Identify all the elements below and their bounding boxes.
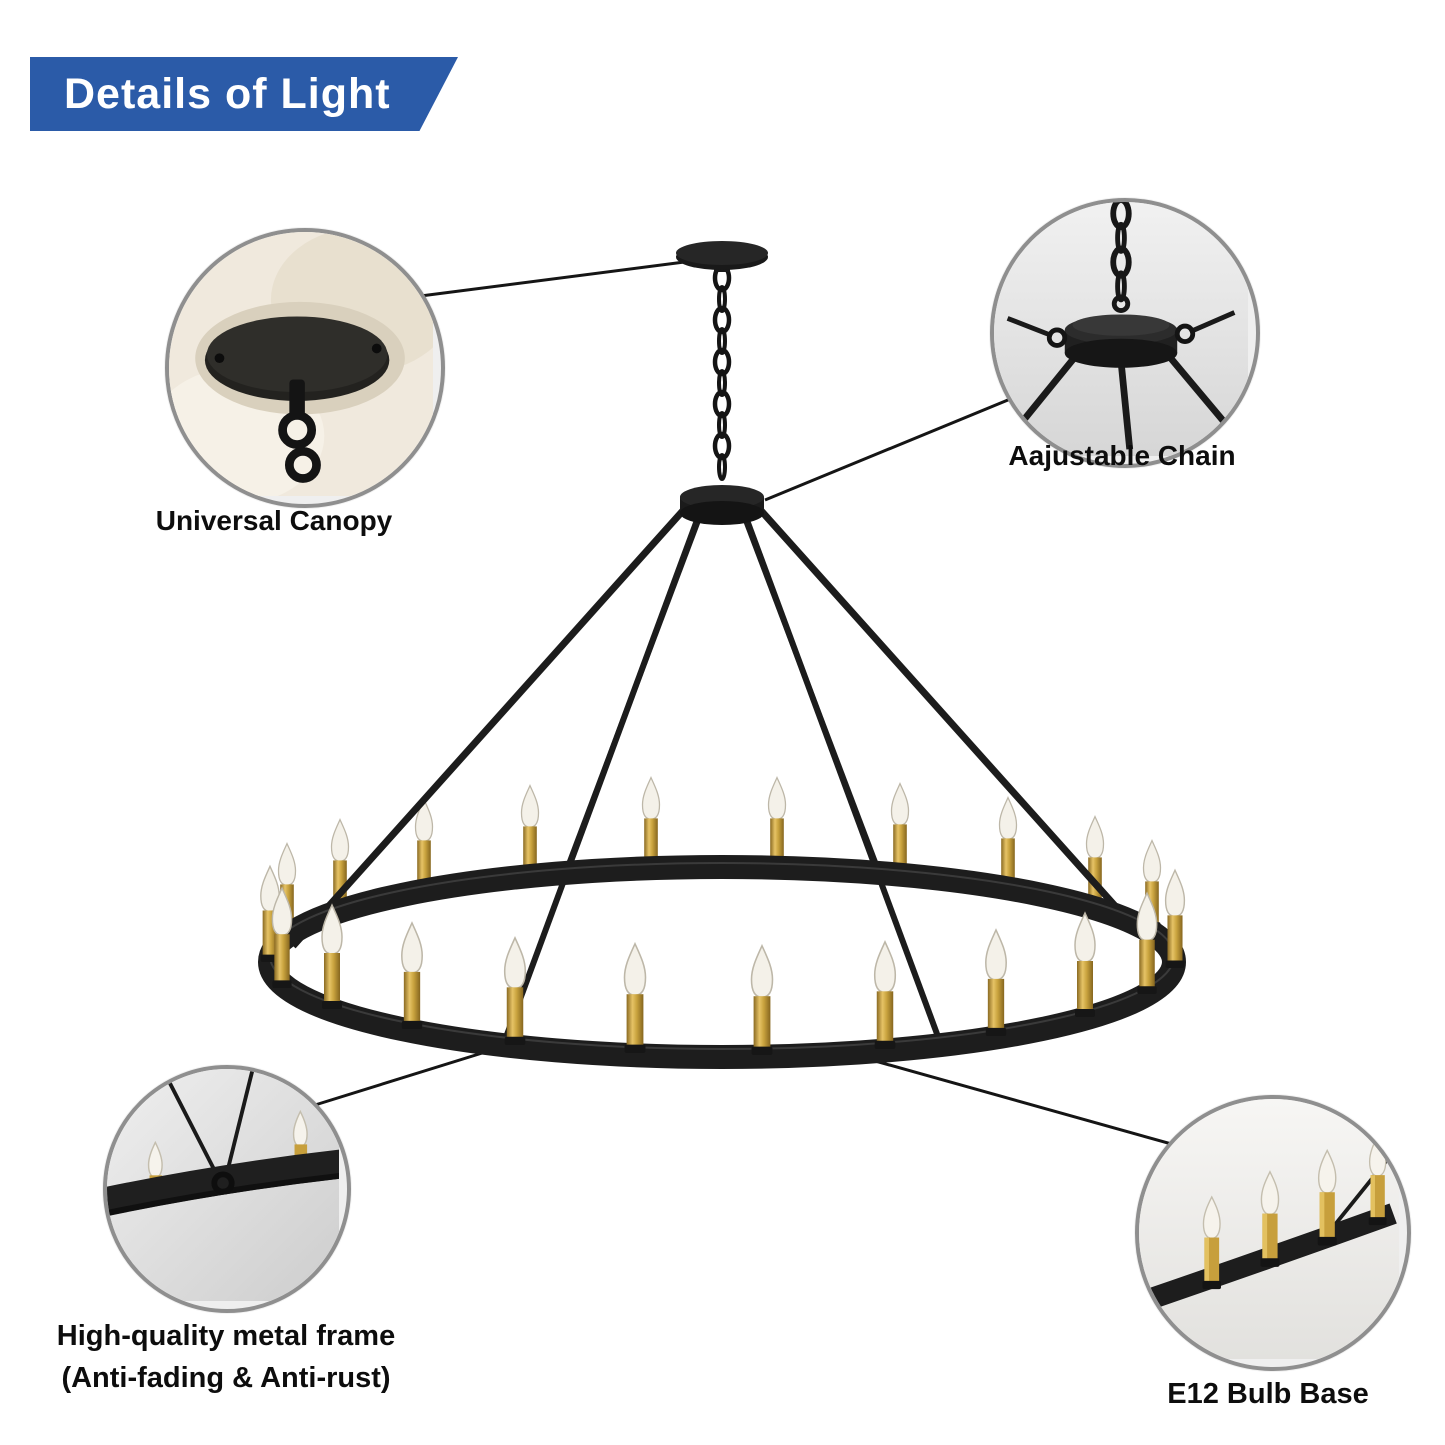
label-metal-frame: High-quality metal frame (Anti-fading & …: [57, 1315, 395, 1399]
rod: [753, 502, 1154, 949]
candle: [998, 796, 1018, 887]
canopy-zoom-illustration: [169, 232, 433, 496]
mini-candles: [1202, 1134, 1387, 1290]
frame-zoom-illustration: [107, 1069, 339, 1301]
candle: [520, 784, 540, 875]
candle: [767, 776, 787, 867]
label-metal-frame-line1: High-quality metal frame: [56, 1320, 396, 1352]
title-banner: Details of Light: [30, 57, 458, 131]
central-hub: [680, 485, 764, 525]
candle: [1136, 892, 1158, 995]
callout-adjustable-chain: [990, 198, 1260, 468]
leader-line-chain: [764, 393, 1021, 502]
candle: [873, 941, 897, 1050]
bulb-base-zoom-illustration: [1139, 1099, 1399, 1359]
callout-e12-bulb-base: [1135, 1095, 1411, 1371]
candle: [1074, 912, 1096, 1018]
candle: [401, 922, 423, 1030]
chain-zoom-illustration: [994, 202, 1248, 456]
leader-lines: [314, 258, 1176, 1147]
hanging-chain: [712, 263, 732, 481]
label-e12-bulb-base: E12 Bulb Base: [1167, 1378, 1369, 1410]
page-title: Details of Light: [64, 69, 391, 118]
rod: [290, 502, 691, 949]
leader-line-frame: [314, 1043, 509, 1107]
candle: [985, 929, 1007, 1037]
candle: [503, 937, 527, 1046]
candle: [321, 904, 343, 1010]
candle: [414, 798, 434, 889]
label-universal-canopy: Universal Canopy: [155, 505, 393, 536]
callout-metal-frame: [103, 1065, 351, 1313]
candle: [641, 776, 661, 867]
candle: [271, 887, 293, 989]
ceiling-canopy: [676, 241, 768, 272]
label-adjustable-chain: Aajustable Chain: [1008, 440, 1236, 471]
suspension-rods: [290, 499, 1154, 1044]
label-metal-frame-line2: (Anti-fading & Anti-rust): [61, 1362, 391, 1394]
leader-line-canopy: [404, 258, 701, 300]
candle: [890, 782, 910, 873]
candle: [750, 945, 774, 1056]
rod: [559, 499, 709, 883]
candle: [623, 943, 647, 1054]
candle: [1164, 869, 1186, 969]
callout-universal-canopy: [165, 228, 445, 508]
leader-line-bulb: [835, 1048, 1176, 1147]
candles-back: [277, 776, 1162, 933]
rod: [735, 499, 885, 881]
